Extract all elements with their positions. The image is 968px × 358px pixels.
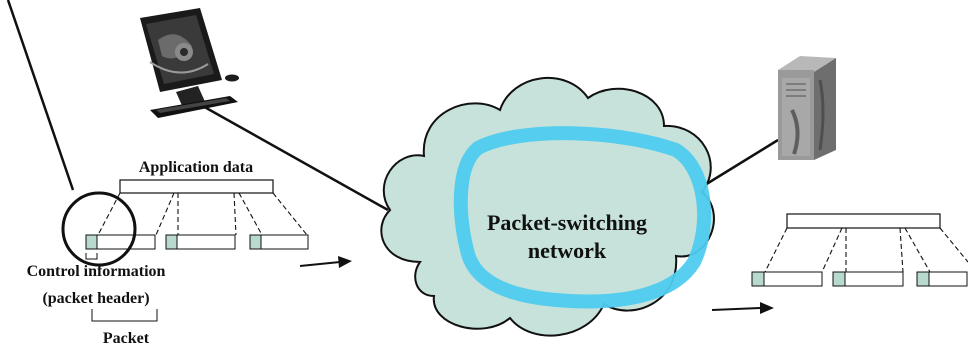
packet-header (751, 271, 765, 287)
packet-header (916, 271, 930, 287)
network-to-server-link (699, 138, 779, 190)
network-label-line2: network (528, 238, 607, 263)
packet (85, 234, 156, 250)
packets-right (751, 271, 968, 287)
packets-left (85, 234, 309, 250)
segmentation-lines-left (97, 192, 308, 236)
arrow-out-of-network (711, 302, 774, 314)
annotation-pointer-line (6, 0, 75, 191)
arrow-into-network (299, 256, 352, 268)
packet-header (249, 234, 262, 250)
network-label-line1: Packet-switching (487, 210, 647, 235)
packet-payload (844, 271, 904, 287)
packet-payload (96, 234, 156, 250)
packet-payload (260, 234, 309, 250)
application-data-bar (119, 179, 274, 194)
packet-payload (176, 234, 236, 250)
computer-to-network-link (191, 98, 389, 212)
packet-header-label: (packet header) (42, 290, 149, 307)
packet-bracket (91, 309, 158, 322)
packet (165, 234, 236, 250)
header-magnifier-circle (61, 191, 137, 267)
reassembled-data-bar (786, 213, 941, 229)
packet-header (165, 234, 178, 250)
application-data-label: Application data (139, 159, 253, 176)
server-tower-icon (778, 56, 836, 160)
control-information-label: Control information (27, 263, 166, 280)
packet-payload (763, 271, 823, 287)
packet-label: Packet (103, 330, 150, 347)
packet (249, 234, 309, 250)
header-bracket (85, 253, 98, 260)
packet-payload (928, 271, 968, 287)
desktop-computer-icon (140, 8, 239, 118)
packet (751, 271, 823, 287)
segmentation-lines-right (764, 227, 968, 273)
packet-header (85, 234, 98, 250)
packet (832, 271, 904, 287)
highlight-ring (453, 126, 711, 309)
packet (916, 271, 968, 287)
packet-header (832, 271, 846, 287)
